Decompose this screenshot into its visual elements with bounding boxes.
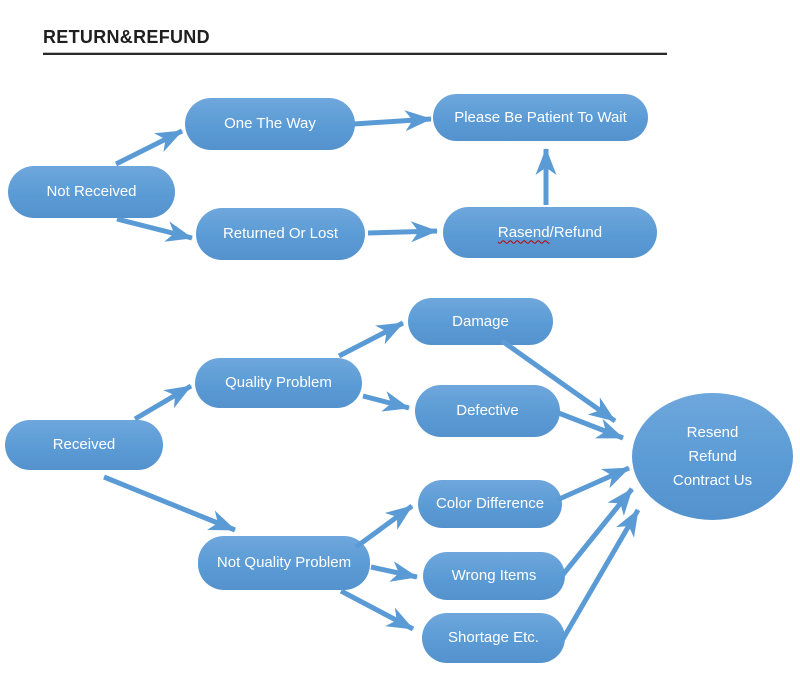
node-outcome-resend-refund-contact: Resend Refund Contract Us (632, 393, 793, 520)
node-rasend-refund: Rasend/Refund (443, 207, 657, 258)
arrow-notqualityproblem-shortageetc (339, 588, 415, 632)
outcome-line-contact: Contract Us (672, 471, 753, 489)
misspelled-word: Rasend (497, 223, 550, 241)
arrow-notreceived-returnedorlost (116, 216, 193, 242)
arrow-defective-outcome (555, 409, 624, 441)
arrow-returnedorlost-rasendrefund (367, 221, 438, 243)
arrow-shortageetc-outcome (557, 508, 641, 646)
arrow-notqualityproblem-wrongitems (370, 561, 418, 582)
node-damage: Damage (408, 298, 553, 345)
outcome-line-resend: Resend (686, 423, 739, 441)
node-shortage-etc: Shortage Etc. (422, 613, 565, 663)
page-title: RETURN&REFUND (43, 27, 210, 47)
node-color-difference: Color Difference (418, 480, 562, 528)
node-received: Received (5, 420, 163, 470)
rasend-refund-rest: /Refund (549, 223, 603, 241)
arrow-colordifference-outcome (555, 465, 631, 503)
arrow-notqualityproblem-colordifference (354, 503, 414, 550)
node-please-be-patient: Please Be Patient To Wait (433, 94, 648, 141)
arrow-received-notqualityproblem (103, 474, 236, 533)
arrow-qualityproblem-defective (362, 391, 410, 412)
node-not-quality-problem: Not Quality Problem (198, 536, 370, 590)
node-defective: Defective (415, 385, 560, 437)
node-quality-problem: Quality Problem (195, 358, 362, 408)
node-not-received: Not Received (8, 166, 175, 218)
node-one-the-way: One The Way (185, 98, 355, 150)
title-underline: RETURN&REFUND (43, 27, 667, 55)
arrow-onetheway-pleasewait (353, 110, 432, 132)
arrow-qualityproblem-damage (337, 320, 405, 359)
arrow-received-qualityproblem (133, 383, 193, 422)
node-returned-or-lost: Returned Or Lost (196, 208, 365, 260)
arrow-notreceived-onetheway (114, 128, 184, 167)
arrow-wrongitems-outcome (559, 487, 634, 579)
node-wrong-items: Wrong Items (423, 552, 565, 600)
outcome-line-refund: Refund (688, 447, 737, 465)
